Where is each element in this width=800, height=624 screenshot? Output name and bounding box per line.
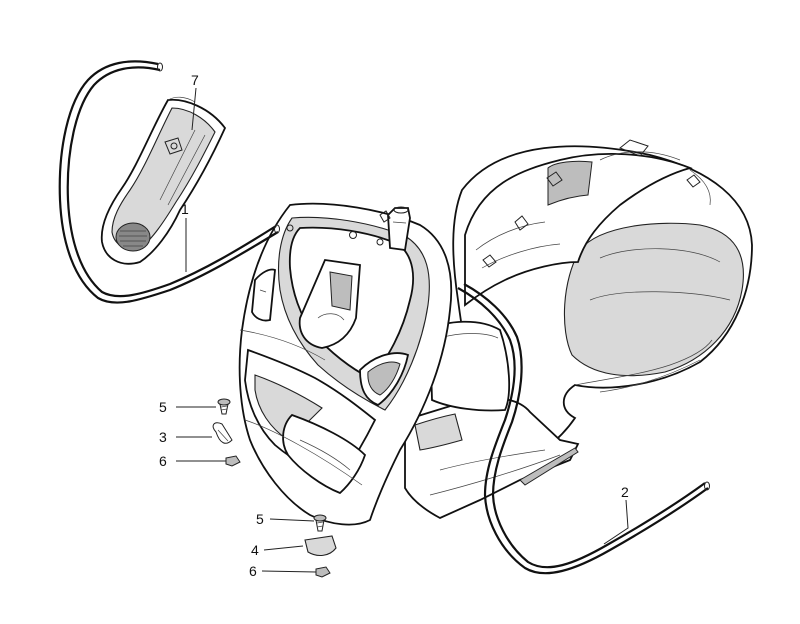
part-2-floor-trim-strip xyxy=(457,283,710,575)
label-part-5a: 5 xyxy=(159,399,167,415)
screw-icon xyxy=(217,398,231,415)
clip-icon xyxy=(212,422,233,444)
left-fastener-group xyxy=(212,398,241,467)
front-leg-shield xyxy=(238,202,453,526)
label-part-5b: 5 xyxy=(256,511,264,527)
label-part-1: 1 xyxy=(181,201,189,217)
nut-icon xyxy=(225,455,241,467)
nut-icon xyxy=(315,566,331,578)
label-part-4: 4 xyxy=(251,542,259,558)
leader-lines xyxy=(176,87,629,573)
label-part-6a: 6 xyxy=(159,453,167,469)
label-part-6b: 6 xyxy=(249,563,257,579)
bracket-icon xyxy=(304,535,337,557)
rear-body-shell xyxy=(452,139,753,472)
bottom-fastener-group xyxy=(304,514,337,578)
label-part-7: 7 xyxy=(191,72,199,88)
label-part-3: 3 xyxy=(159,429,167,445)
label-part-2: 2 xyxy=(621,484,629,500)
part-1-front-trim-strip xyxy=(58,60,280,304)
part-7-horn-cover xyxy=(100,96,227,265)
screw-icon xyxy=(313,514,327,532)
